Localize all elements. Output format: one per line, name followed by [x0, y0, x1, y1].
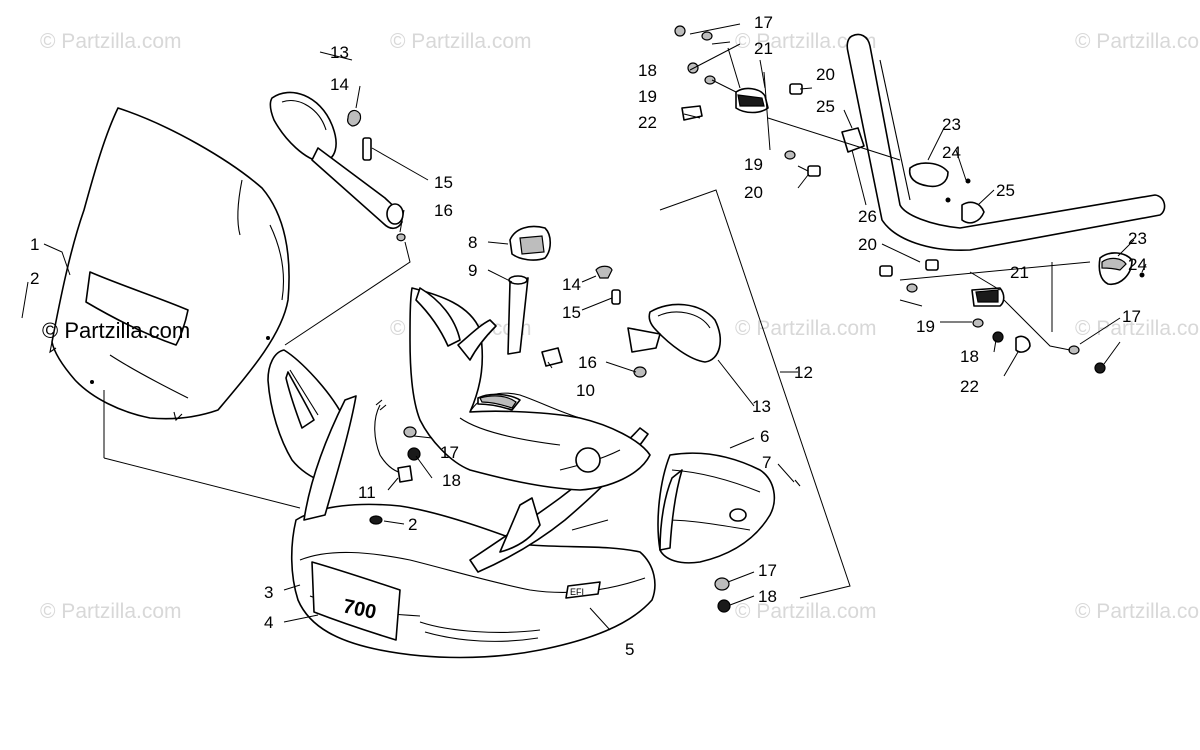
- hood-emblem: EFI: [570, 587, 584, 597]
- callout-13: 13: [330, 43, 349, 62]
- callout-24: 24: [942, 143, 961, 162]
- callout-23: 23: [1128, 229, 1147, 248]
- windshield: [49, 107, 290, 422]
- callout-18: 18: [442, 471, 461, 490]
- callout-17: 17: [754, 13, 773, 32]
- callout-15: 15: [562, 303, 581, 322]
- callout-18: 18: [960, 347, 979, 366]
- watermark: © Partzilla.com: [1075, 600, 1200, 623]
- callout-20: 20: [744, 183, 763, 202]
- callout-labels: 1 2 3 4 5 6 7 8 9 10 11 12 13 13 14 14 1…: [30, 13, 1147, 659]
- callout-9: 9: [468, 261, 477, 280]
- callout-18: 18: [638, 61, 657, 80]
- grommet: [403, 426, 417, 438]
- watermark: © Partzilla.com: [735, 30, 877, 53]
- callout-4: 4: [264, 613, 273, 632]
- callout-24: 24: [1128, 255, 1147, 274]
- watermark: © Partzilla.com: [735, 317, 877, 340]
- callout-3: 3: [264, 583, 273, 602]
- callout-22: 22: [638, 113, 657, 132]
- callout-19: 19: [638, 87, 657, 106]
- callout-2: 2: [408, 515, 417, 534]
- callout-6: 6: [760, 427, 769, 446]
- callout-17: 17: [758, 561, 777, 580]
- hood-assembly: 700 EFI: [267, 287, 656, 659]
- callout-2: 2: [30, 269, 39, 288]
- callout-13: 13: [752, 397, 771, 416]
- callout-10: 10: [576, 381, 595, 400]
- leader-lines: [21, 23, 1147, 631]
- callout-20: 20: [858, 235, 877, 254]
- watermark: © Partzilla.com: [40, 600, 182, 623]
- callout-23: 23: [942, 115, 961, 134]
- callout-21: 21: [1010, 263, 1029, 282]
- callout-16: 16: [578, 353, 597, 372]
- callout-15: 15: [434, 173, 453, 192]
- watermark: © Partzilla.com: [735, 600, 877, 623]
- callout-12: 12: [794, 363, 813, 382]
- callout-7: 7: [762, 453, 771, 472]
- callout-14: 14: [330, 75, 349, 94]
- callout-17: 17: [1122, 307, 1141, 326]
- watermark: © Partzilla.com: [390, 30, 532, 53]
- callout-17: 17: [440, 443, 459, 462]
- center-parts: [507, 225, 647, 378]
- callout-18: 18: [758, 587, 777, 606]
- left-mirror: [269, 91, 406, 242]
- callout-25: 25: [816, 97, 835, 116]
- callout-20: 20: [816, 65, 835, 84]
- watermark: © Partzilla.com: [1075, 30, 1200, 53]
- callout-1: 1: [30, 235, 39, 254]
- handlebar-assembly: [674, 25, 1166, 374]
- callout-22: 22: [960, 377, 979, 396]
- right-mirror: [627, 303, 721, 363]
- callout-16: 16: [434, 201, 453, 220]
- watermark: © Partzilla.com: [1075, 317, 1200, 340]
- callout-11: 11: [358, 483, 376, 502]
- callout-8: 8: [468, 233, 477, 252]
- callout-14: 14: [562, 275, 581, 294]
- callout-19: 19: [916, 317, 935, 336]
- callout-19: 19: [744, 155, 763, 174]
- right-side-panel: [657, 452, 801, 613]
- watermark: © Partzilla.com: [40, 30, 182, 53]
- callout-21: 21: [754, 39, 773, 58]
- callout-25: 25: [996, 181, 1015, 200]
- callout-5: 5: [625, 640, 634, 659]
- callout-26: 26: [858, 207, 877, 226]
- watermark-overlay: © Partzilla.com: [42, 318, 190, 343]
